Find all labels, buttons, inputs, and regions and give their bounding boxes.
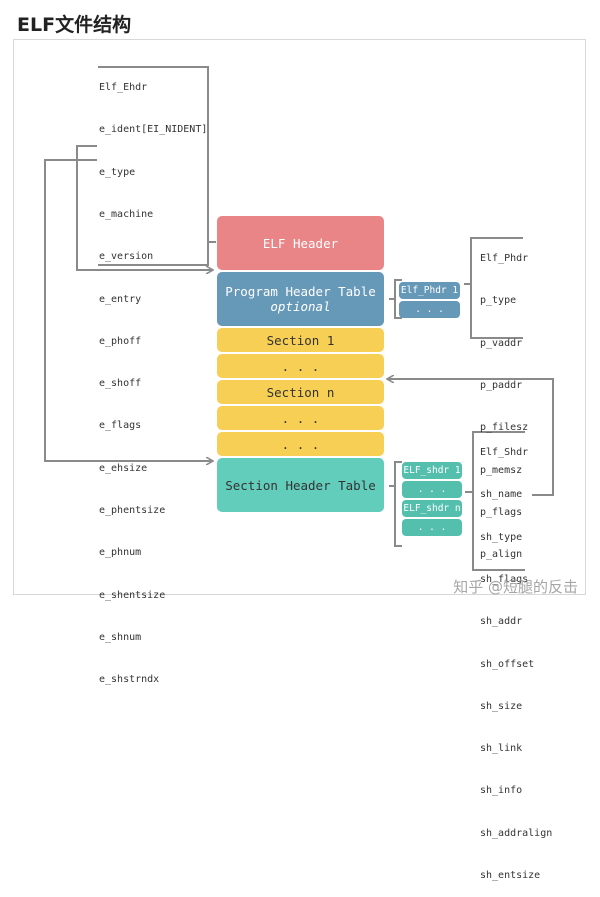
phdr-field: p_type — [480, 295, 517, 307]
program-header-table-block: Program Header Table optional — [217, 272, 384, 326]
elf-header-block: ELF Header — [217, 216, 384, 270]
connector-lines — [44, 66, 554, 571]
ehdr-field: e_shoff — [99, 378, 142, 390]
section-1-label: Section 1 — [266, 332, 335, 348]
phdr-field: p_paddr — [480, 380, 523, 392]
phdr-bracket — [389, 279, 402, 319]
ehdr-field: e_shstrndx — [99, 674, 160, 686]
section-1-block: Section 1 — [217, 328, 384, 352]
sh-offset-arrow — [388, 379, 554, 496]
shdr-field: sh_entsize — [480, 870, 541, 881]
shdr-box-dots-label: . . . — [417, 522, 447, 533]
phdr-field: p_flags — [480, 506, 523, 518]
ehdr-field: e_shnum — [99, 631, 142, 643]
section-dots-label: . . . — [281, 358, 320, 374]
ehdr-field: e_flags — [99, 420, 142, 432]
phdr-box-dots-label: . . . — [415, 304, 444, 315]
phdr-field: p_filesz — [480, 422, 529, 434]
phdr-box-1-label: Elf_Phdr 1 — [400, 285, 459, 296]
ehdr-field: e_ident[EI_NIDENT] — [99, 124, 208, 136]
shdr-field: sh_type — [480, 531, 523, 543]
watermark: 知乎 @短腿的反击 — [453, 578, 578, 596]
elf-shdr-title: Elf_Shdr — [480, 447, 529, 459]
shoff-arrow — [44, 159, 212, 461]
ehdr-field: e_entry — [99, 293, 142, 305]
ehdr-field: e_phoff — [99, 335, 142, 347]
shdr-field: sh_flags — [480, 574, 529, 586]
diagram-frame — [13, 39, 586, 595]
phoff-arrow — [76, 145, 212, 270]
phdr-list-bracket — [464, 237, 523, 339]
phdr-field: p_vaddr — [480, 337, 523, 349]
ehdr-field: e_phentsize — [99, 505, 166, 516]
page-title: ELF文件结构 — [17, 14, 132, 36]
shdr-field: sh_info — [480, 785, 523, 797]
ehdr-field: e_machine — [99, 209, 154, 221]
elf-phdr-title: Elf_Phdr — [480, 253, 529, 265]
section-n-label: Section n — [266, 384, 335, 400]
shdr-field: sh_addralign — [480, 827, 553, 839]
pht-label: Program Header Table — [225, 284, 376, 299]
section-dots-label: . . . — [281, 436, 320, 452]
section-dots-block: . . . — [217, 406, 384, 430]
phdr-box-1: Elf_Phdr 1 — [399, 282, 460, 299]
shdr-box-n: ELF_shdr n — [402, 500, 462, 517]
elf-ehdr-title: Elf_Ehdr — [99, 82, 148, 94]
ehdr-field: e_shentsize — [99, 589, 166, 601]
ehdr-field: e_type — [99, 166, 136, 178]
ehdr-field: e_ehsize — [99, 462, 148, 474]
shdr-box-dots: . . . — [402, 519, 462, 536]
ehdr-bracket — [98, 66, 216, 243]
elf-shdr-list: Elf_Shdr sh_name sh_type sh_flags sh_add… — [480, 418, 552, 897]
phdr-field: p_memsz — [480, 464, 523, 476]
shdr-field: sh_link — [480, 743, 523, 755]
pht-optional-label: optional — [270, 299, 331, 314]
shdr-list-bracket — [465, 431, 525, 571]
ehdr-field: e_phnum — [99, 547, 142, 559]
elf-header-label: ELF Header — [262, 235, 339, 251]
section-dots-label: . . . — [281, 410, 320, 426]
shdr-field: sh_name — [480, 489, 523, 501]
ehdr-field: e_version — [99, 251, 154, 263]
shdr-box-dots: . . . — [402, 481, 462, 498]
sht-label: Section Header Table — [225, 477, 376, 493]
elf-phdr-list: Elf_Phdr p_type p_vaddr p_paddr p_filesz… — [480, 224, 528, 576]
shdr-box-1-label: ELF_shdr 1 — [403, 465, 461, 476]
phdr-box-dots: . . . — [399, 301, 460, 318]
shdr-field: sh_offset — [480, 658, 535, 670]
shdr-box-1: ELF_shdr 1 — [402, 462, 462, 479]
phdr-field: p_align — [480, 549, 523, 561]
shdr-field: sh_addr — [480, 616, 523, 628]
section-dots-block: . . . — [217, 432, 384, 456]
shdr-box-dots-label: . . . — [417, 484, 447, 495]
shdr-bracket — [389, 461, 402, 547]
elf-ehdr-list: Elf_Ehdr e_ident[EI_NIDENT] e_type e_mac… — [99, 53, 207, 701]
section-dots-block: . . . — [217, 354, 384, 378]
shdr-box-n-label: ELF_shdr n — [403, 503, 461, 514]
section-header-table-block: Section Header Table — [217, 458, 384, 512]
shdr-field: sh_size — [480, 700, 523, 712]
section-n-block: Section n — [217, 380, 384, 404]
